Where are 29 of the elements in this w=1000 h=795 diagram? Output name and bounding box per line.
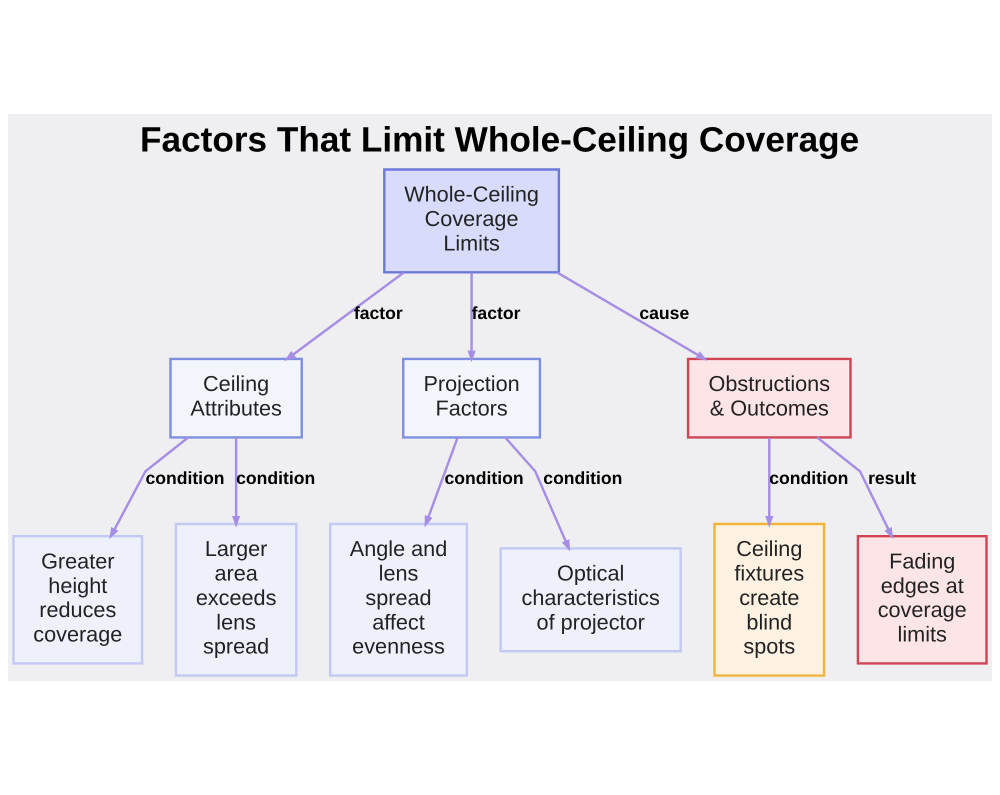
edge-label: condition bbox=[769, 468, 848, 488]
node-box: Optical characteristics of projector bbox=[499, 547, 682, 652]
node-box: Whole-Ceiling Coverage Limits bbox=[383, 168, 560, 274]
node-box: Larger area exceeds lens spread bbox=[174, 522, 298, 677]
node-box: Greater height reduces coverage bbox=[12, 534, 144, 665]
node-box: Angle and lens spread affect evenness bbox=[328, 522, 468, 677]
arrow bbox=[816, 436, 894, 540]
node-box: Obstructions & Outcomes bbox=[686, 358, 852, 439]
arrow bbox=[109, 436, 189, 540]
edge-label: condition bbox=[145, 468, 225, 488]
arrow bbox=[232, 438, 240, 528]
node-box: Ceiling fixtures create blind spots bbox=[713, 522, 826, 677]
edge-label: condition bbox=[444, 468, 524, 488]
edge-label: condition bbox=[543, 468, 622, 488]
node-box: Ceiling Attributes bbox=[169, 358, 303, 439]
arrow bbox=[556, 271, 708, 361]
arrow bbox=[504, 436, 570, 552]
edge-label: condition bbox=[236, 468, 316, 488]
edge-label: factor bbox=[472, 302, 520, 323]
node-box: Projection Factors bbox=[402, 358, 542, 439]
arrow bbox=[468, 272, 476, 362]
arrow bbox=[765, 438, 774, 528]
arrow bbox=[424, 437, 459, 528]
edge-label: cause bbox=[639, 302, 690, 323]
diagram-title: Factors That Limit Whole-Ceiling Coverage bbox=[140, 120, 860, 160]
edge-label: factor bbox=[354, 302, 403, 323]
node-box: Fading edges at coverage limits bbox=[856, 534, 988, 665]
edge-label: result bbox=[868, 468, 916, 488]
arrow bbox=[284, 272, 404, 362]
